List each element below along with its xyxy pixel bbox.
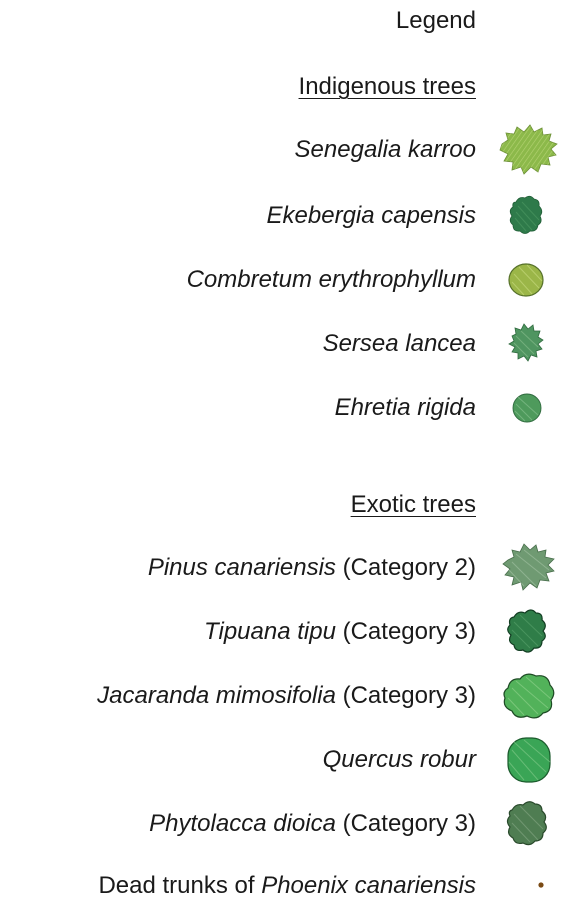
legend-label: Sersea lancea [323, 327, 476, 361]
species-name: Tipuana tipu [204, 618, 336, 645]
lobed-crown-olive-dark-icon [494, 796, 584, 852]
species-name: Combretum erythrophyllum [187, 266, 476, 293]
legend-label: Tipuana tipu (Category 3) [204, 615, 476, 649]
cloud-crown-bright-green-icon [494, 668, 584, 724]
legend-row: Jacaranda mimosifolia (Category 3) [0, 668, 588, 724]
legend-label: Quercus robur [323, 743, 476, 777]
legend-row: Dead trunks of Phoenix canariensis [0, 858, 588, 914]
species-name: Phoenix canariensis [261, 872, 476, 899]
category-note: (Category 2) [343, 554, 476, 581]
species-name: Phytolacca dioica [149, 810, 336, 837]
round-crown-olive-icon [494, 252, 584, 308]
legend-label: Ekebergia capensis [267, 199, 476, 233]
category-note: (Category 3) [343, 618, 476, 645]
legend-label: Jacaranda mimosifolia (Category 3) [97, 679, 476, 713]
round-crown-green-icon [494, 380, 584, 436]
legend-label: Pinus canariensis (Category 2) [148, 551, 476, 585]
category-note: (Category 3) [343, 810, 476, 837]
legend-title: Legend [396, 4, 476, 38]
species-name: Jacaranda mimosifolia [97, 682, 336, 709]
species-name: Ekebergia capensis [267, 202, 476, 229]
spiky-crown-light-green-icon [494, 122, 584, 178]
legend-row: Sersea lancea [0, 316, 588, 372]
legend-row: Tipuana tipu (Category 3) [0, 604, 588, 660]
section-heading-indigenous: Indigenous trees [299, 70, 476, 104]
legend-label: Phytolacca dioica (Category 3) [149, 807, 476, 841]
species-name: Quercus robur [323, 746, 476, 773]
legend-row: Senegalia karroo [0, 122, 588, 178]
species-name: Ehretia rigida [335, 394, 476, 421]
rounded-square-crown-green-icon [494, 732, 584, 788]
legend-row: Ehretia rigida [0, 380, 588, 436]
legend-row: Quercus robur [0, 732, 588, 788]
section-heading-exotic: Exotic trees [351, 488, 476, 522]
dot-icon [494, 858, 584, 914]
lobed-crown-dark-green-outlined-icon [494, 604, 584, 660]
species-name: Pinus canariensis [148, 554, 336, 581]
species-name: Sersea lancea [323, 330, 476, 357]
legend-row: Pinus canariensis (Category 2) [0, 540, 588, 596]
lobed-crown-dark-green-icon [494, 188, 584, 244]
legend-row: Ekebergia capensis [0, 188, 588, 244]
legend-label: Dead trunks of Phoenix canariensis [98, 869, 476, 903]
species-name: Senegalia karroo [295, 136, 476, 163]
legend-row: Combretum erythrophyllum [0, 252, 588, 308]
legend-label: Combretum erythrophyllum [187, 263, 476, 297]
legend-label: Senegalia karroo [295, 133, 476, 167]
legend-label: Ehretia rigida [335, 391, 476, 425]
legend-row: Phytolacca dioica (Category 3) [0, 796, 588, 852]
spiky-crown-green-icon [494, 316, 584, 372]
category-note: (Category 3) [343, 682, 476, 709]
spiky-crown-grey-green-icon [494, 540, 584, 596]
label-prefix: Dead trunks of [98, 872, 261, 899]
